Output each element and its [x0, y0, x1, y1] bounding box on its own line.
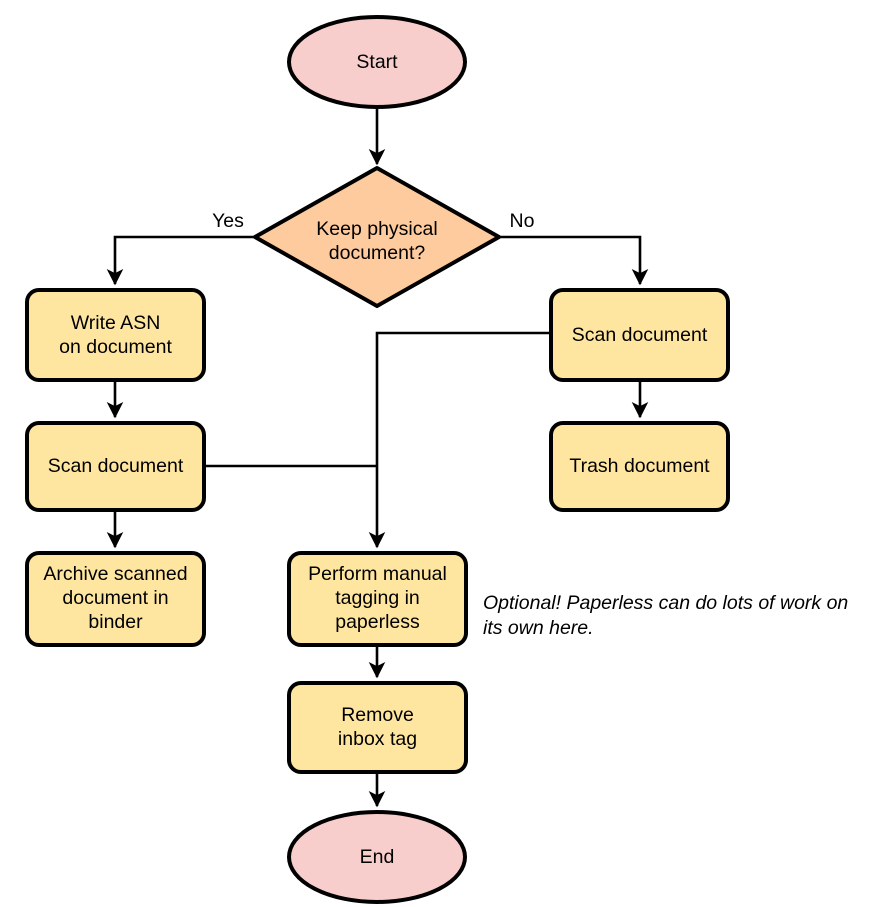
- node-decision-keep-physical[interactable]: Keep physical document?: [253, 166, 501, 308]
- manual-tagging-label-line1: Perform manual: [308, 563, 447, 585]
- end-ellipse: [287, 810, 467, 904]
- connector-layer: [106, 107, 649, 808]
- optional-note-line1: Optional! Paperless can do lots of work …: [483, 592, 848, 614]
- remove-inbox-tag-label-line2: inbox tag: [338, 728, 417, 750]
- node-trash-document[interactable]: Trash document: [549, 421, 730, 512]
- archive-binder-label-line1: Archive scanned: [43, 563, 187, 585]
- archive-binder-label-line2: document in: [62, 587, 168, 609]
- node-archive-binder[interactable]: Archive scanned document in binder: [25, 551, 206, 647]
- write-asn-box: [25, 288, 206, 382]
- edge-label-no: No: [510, 210, 535, 232]
- manual-tagging-box: [287, 551, 468, 647]
- decision-label-line1: Keep physical: [316, 218, 437, 240]
- scan-document-right-box: [549, 288, 730, 382]
- manual-tagging-label-line3: paperless: [335, 611, 420, 633]
- scan-document-left-box: [25, 421, 206, 512]
- start-ellipse: [287, 15, 467, 109]
- archive-binder-box: [25, 551, 206, 647]
- node-end[interactable]: End: [287, 810, 467, 904]
- node-manual-tagging[interactable]: Perform manual tagging in paperless: [287, 551, 468, 647]
- manual-tagging-label-line2: tagging in: [335, 587, 420, 609]
- trash-document-box: [549, 421, 730, 512]
- node-scan-document-left[interactable]: Scan document: [25, 421, 206, 512]
- write-asn-label-line2: on document: [59, 336, 172, 358]
- write-asn-label-line1: Write ASN: [71, 312, 161, 334]
- annotation-optional-note: Optional! Paperless can do lots of work …: [483, 592, 848, 639]
- scan-document-left-label: Scan document: [48, 455, 184, 477]
- edge-decision-no-to-scan-right: [499, 235, 649, 286]
- start-label: Start: [356, 51, 398, 73]
- node-scan-document-right[interactable]: Scan document: [549, 288, 730, 382]
- edge-scan-right-to-manual-tagging: [368, 331, 551, 549]
- end-label: End: [360, 846, 395, 868]
- edge-decision-yes-to-write-asn: [106, 235, 255, 286]
- node-start[interactable]: Start: [287, 15, 467, 109]
- decision-diamond: [253, 166, 501, 308]
- node-write-asn[interactable]: Write ASN on document: [25, 288, 206, 382]
- scan-document-right-label: Scan document: [572, 324, 708, 346]
- node-remove-inbox-tag[interactable]: Remove inbox tag: [287, 681, 468, 774]
- decision-label-line2: document?: [329, 242, 426, 264]
- optional-note-line2: its own here.: [483, 617, 594, 639]
- edge-label-yes: Yes: [212, 210, 244, 232]
- trash-document-label: Trash document: [569, 455, 710, 477]
- remove-inbox-tag-label-line1: Remove: [341, 704, 414, 726]
- archive-binder-label-line3: binder: [88, 611, 143, 633]
- remove-inbox-tag-box: [287, 681, 468, 774]
